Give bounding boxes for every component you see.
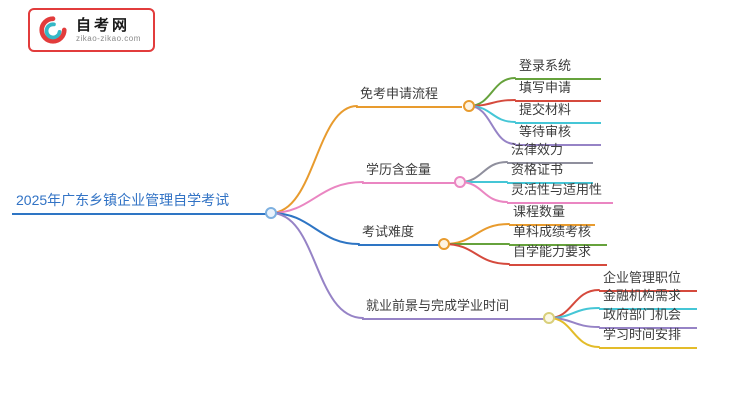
branch-node-dot [438,238,450,250]
root-node: 2025年广东乡镇企业管理自学考试 [12,191,270,215]
child-node: 法律效力 [507,142,593,164]
branch-node-dot [454,176,466,188]
branch-node-dot [543,312,555,324]
child-node: 学习时间安排 [599,327,697,349]
logo-subtitle: zikao-zikao.com [76,33,141,43]
logo-text: 自考网 zikao-zikao.com [76,17,141,44]
child-node: 单科成绩考核 [509,224,607,246]
branch-node-dot [463,100,475,112]
child-node: 灵活性与适用性 [507,182,613,204]
site-logo[interactable]: 自考网 zikao-zikao.com [28,8,155,52]
child-node: 政府部门机会 [599,307,697,329]
child-node: 登录系统 [515,58,601,80]
branch-node: 考试难度 [358,224,440,246]
child-node: 课程数量 [509,204,595,226]
logo-title: 自考网 [76,16,131,34]
child-node: 提交材料 [515,102,601,124]
child-node: 资格证书 [507,162,593,184]
logo-icon [39,16,67,44]
child-node: 企业管理职位 [599,270,697,292]
child-node: 金融机构需求 [599,288,697,310]
branch-node: 免考申请流程 [356,86,462,108]
child-node: 等待审核 [515,124,601,146]
branch-node: 学历含金量 [362,162,456,184]
child-node: 填写申请 [515,80,601,102]
root-node-dot [265,207,277,219]
child-node: 自学能力要求 [509,244,607,266]
branch-node: 就业前景与完成学业时间 [362,298,544,320]
